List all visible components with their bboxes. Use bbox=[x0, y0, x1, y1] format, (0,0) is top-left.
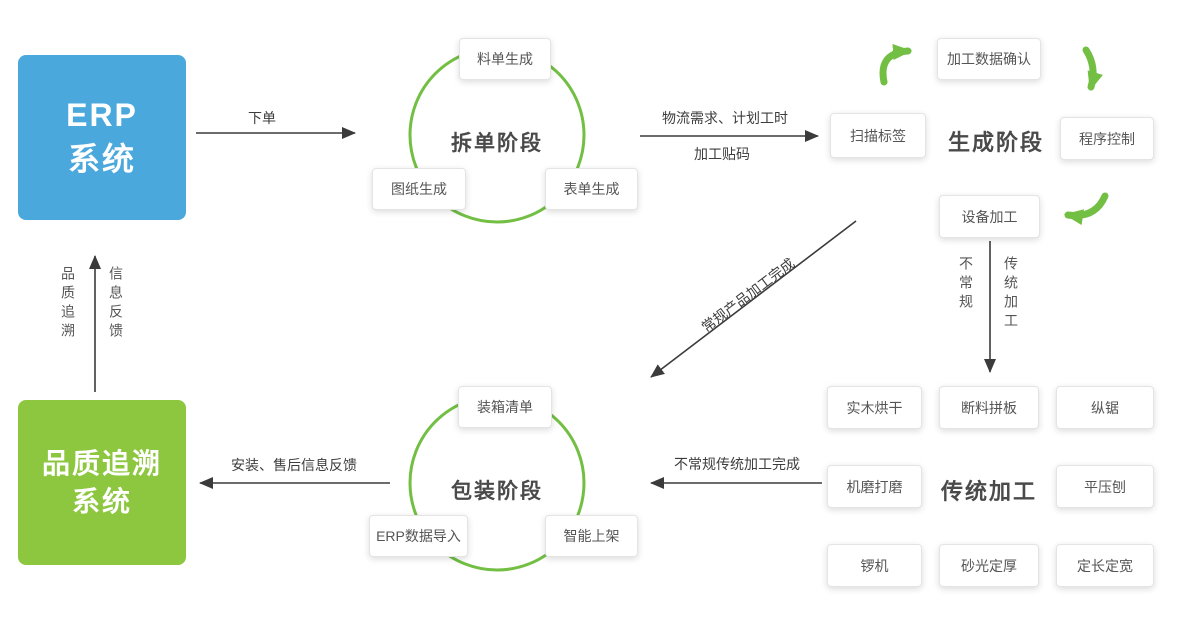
label-install-feedback: 安装、售后信息反馈 bbox=[231, 457, 357, 473]
label-order: 下单 bbox=[248, 110, 276, 126]
feedback-label-info-feedback: 信息反馈 bbox=[108, 266, 124, 342]
generation-stage-title: 生成阶段 bbox=[947, 130, 1044, 155]
erp-system-label-line2: 系统 bbox=[67, 140, 136, 177]
node-wood-drying: 实木烘干 bbox=[827, 386, 922, 429]
packing-stage-title: 包装阶段 bbox=[451, 480, 543, 503]
node-drawing-generation: 图纸生成 bbox=[372, 168, 466, 210]
erp-system-node: ERP 系统 bbox=[18, 55, 186, 220]
feedback-label-quality-trace: 品质追溯 bbox=[60, 266, 76, 342]
node-form-generation: 表单生成 bbox=[545, 168, 638, 210]
node-machine-grinding: 机磨打磨 bbox=[827, 465, 922, 508]
node-cut-panel-joining: 断料拼板 bbox=[939, 386, 1039, 429]
cycle-arrow-to-program-icon bbox=[1082, 46, 1103, 91]
cycle-arrow-to-device-icon bbox=[1064, 192, 1109, 226]
node-program-control: 程序控制 bbox=[1060, 117, 1154, 160]
node-material-list: 料单生成 bbox=[459, 38, 551, 80]
erp-system-label-line1: ERP bbox=[66, 97, 138, 134]
node-rip-saw: 纵锯 bbox=[1056, 386, 1154, 429]
node-processing-data-confirm: 加工数据确认 bbox=[937, 38, 1041, 80]
label-processing-sticker: 加工贴码 bbox=[694, 146, 750, 162]
node-sanding-thickness: 砂光定厚 bbox=[939, 544, 1039, 587]
quality-system-label-line1: 品质追溯 bbox=[41, 447, 162, 479]
quality-system-label-line2: 系统 bbox=[71, 485, 132, 517]
arrow-regular-done bbox=[650, 220, 857, 378]
node-device-processing: 设备加工 bbox=[939, 195, 1040, 238]
label-unconventional-done: 不常规传统加工完成 bbox=[674, 456, 800, 472]
quality-trace-system-node: 品质追溯 系统 bbox=[18, 400, 186, 565]
branch-label-traditional: 传统加工 bbox=[1003, 256, 1019, 332]
cycle-arrow-to-confirm-icon bbox=[879, 44, 912, 86]
node-packing-list: 装箱清单 bbox=[458, 386, 552, 428]
node-fixed-length-width: 定长定宽 bbox=[1056, 544, 1154, 587]
node-router-machine: 锣机 bbox=[827, 544, 922, 587]
node-erp-data-import: ERP数据导入 bbox=[369, 515, 468, 557]
traditional-stage-title: 传统加工 bbox=[940, 479, 1037, 504]
split-stage-title: 拆单阶段 bbox=[451, 132, 543, 155]
node-planer: 平压刨 bbox=[1056, 465, 1154, 508]
label-logistics-demand: 物流需求、计划工时 bbox=[662, 110, 788, 126]
node-scan-label: 扫描标签 bbox=[830, 113, 926, 158]
node-smart-shelving: 智能上架 bbox=[545, 515, 638, 557]
branch-label-unconventional: 不常规 bbox=[958, 256, 974, 313]
